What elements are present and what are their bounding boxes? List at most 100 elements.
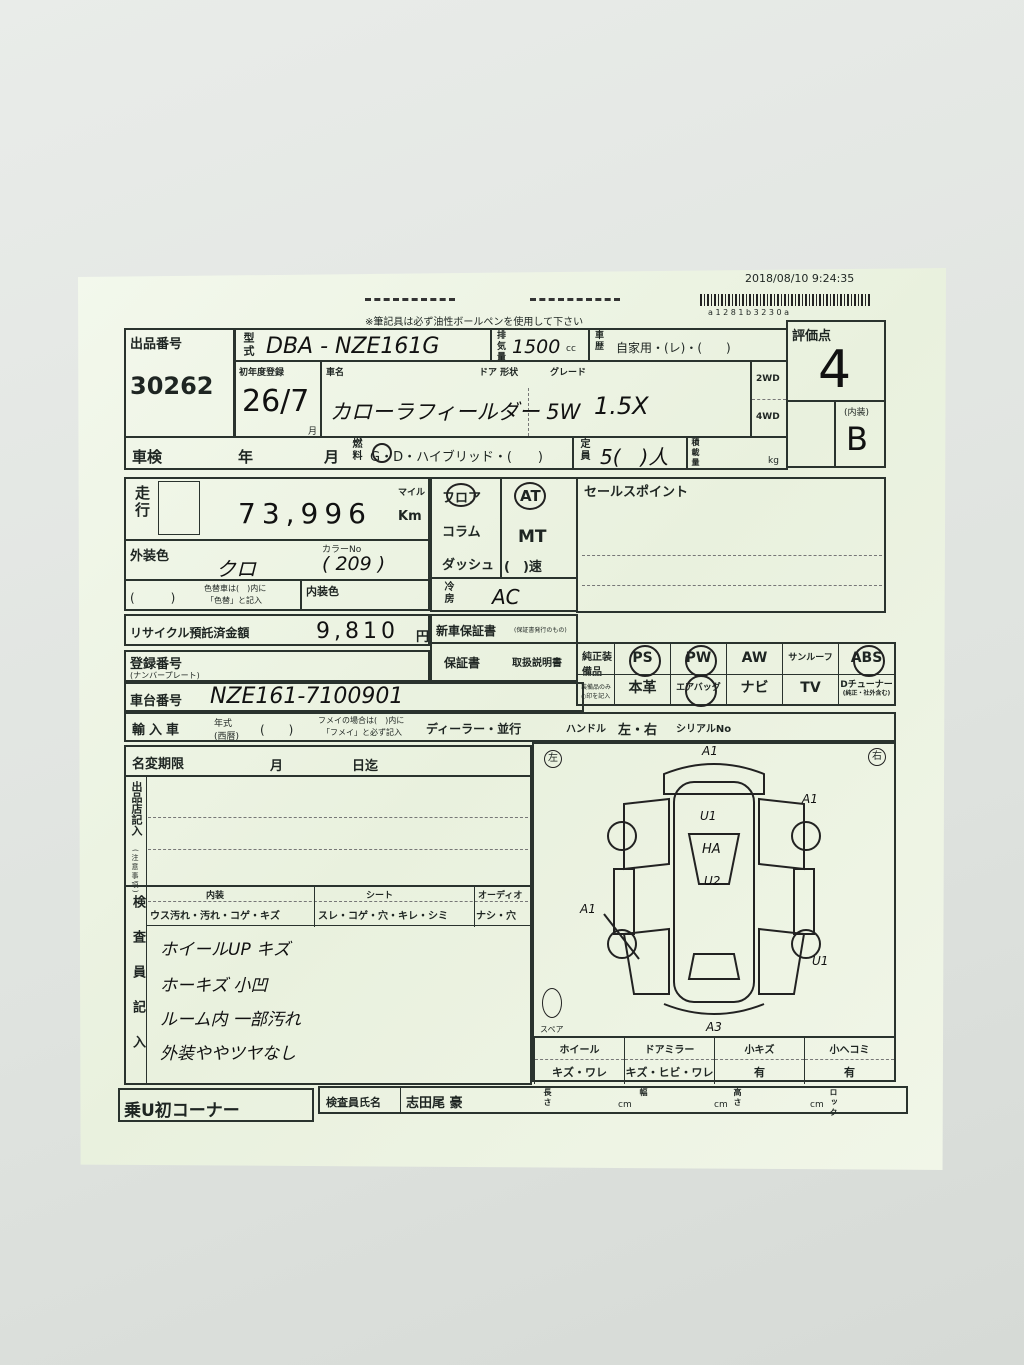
capacity-label: 定員 <box>578 438 589 462</box>
damage-table-header: 小ヘコミ <box>805 1038 894 1060</box>
sales-point-label: セールスポイント <box>584 485 689 500</box>
equipment-item: ナビ <box>726 674 782 704</box>
inspector-name-label: 検査員氏名 <box>326 1096 381 1109</box>
ac-label: 冷房 <box>442 581 453 605</box>
repaint-note-2: 「色替」と記入 <box>206 596 262 605</box>
inspector-note: ホイールUP キズ <box>160 940 291 960</box>
fuel-circle-g <box>372 443 392 463</box>
fuel-label: 燃料 <box>350 438 361 462</box>
pen-note: ※筆記具は必ず油性ボールペンを使用して下さい <box>365 317 584 328</box>
import-dealer: ディーラー・並行 <box>426 722 522 736</box>
name-change-label: 名変期限 <box>132 757 185 772</box>
name-change-box: 名変期限 月 日迄 <box>124 745 532 777</box>
warranty-docs-box: 保証書 取扱説明書 <box>430 642 578 682</box>
interior-color-box: 内装色 <box>300 579 430 611</box>
recycle-label: リサイクル預託済金額 <box>130 626 250 640</box>
first-reg-value: 26/7 <box>242 384 310 419</box>
interior-color-label: 内装色 <box>306 585 339 598</box>
equipment-item: ABS <box>838 644 894 677</box>
drive-2wd: 2WD <box>756 374 780 384</box>
audio-options: ナシ・穴 <box>476 911 516 922</box>
dtuner-sub-label: (純正・社外含む) <box>842 689 891 697</box>
load-unit: kg <box>768 456 779 466</box>
chassis-value: NZE161-7100901 <box>210 684 404 709</box>
recycle-value: 9,810 <box>316 619 399 644</box>
damage-table-value: 有 <box>754 1066 765 1079</box>
damage-table-cell: ドアミラーキズ・ヒビ・ワレ <box>624 1038 714 1084</box>
interior-grade-box: (内装) B <box>786 400 886 468</box>
damage-table-cell: 小ヘコミ有 <box>804 1038 894 1084</box>
handle-value: 左・右 <box>618 723 658 738</box>
shaken-year: 年 <box>238 448 254 466</box>
color-number-value: ( 209 ) <box>322 553 386 575</box>
score-value: 4 <box>818 340 852 400</box>
mileage-box: 走行 73,996 マイル Km <box>124 477 430 541</box>
damage-mark: A1 <box>802 792 818 806</box>
shift-dash: ダッシュ <box>442 558 495 573</box>
equipment-circle <box>628 645 661 677</box>
repaint-paren: ( ) <box>130 591 176 605</box>
score-label: 評価点 <box>792 329 832 344</box>
first-reg-label: 初年度登録 <box>239 368 285 378</box>
right-marker: 右 <box>868 748 886 766</box>
equipment-item: サンルーフ <box>782 644 838 674</box>
equipment-item-label: TV <box>800 680 821 697</box>
equipment-item-label: Dチューナー <box>840 679 893 690</box>
model-label: 型式 <box>242 332 255 358</box>
chassis-label: 車台番号 <box>130 694 183 709</box>
height-unit: cm <box>810 1100 824 1110</box>
lot-label: 出品番号 <box>130 337 183 352</box>
equipment-item: PW <box>670 644 726 677</box>
damage-diagram: 左 右 A1 U1 HA U2 A1 A1 U1 A3 スペア <box>532 742 896 1038</box>
import-label: 輸入車 <box>132 723 184 738</box>
spare-label: スペア <box>540 1025 564 1034</box>
reg-number-label: 登録番号 <box>130 657 183 672</box>
grade-label: グレード <box>550 368 587 378</box>
warranty-label: 新車保証書 <box>436 624 497 638</box>
equipment-item: Dチューナー(純正・社外含む) <box>838 674 894 704</box>
equipment-item: TV <box>782 674 838 704</box>
shaken-month: 月 <box>324 448 340 466</box>
displacement-box: 排気量 1500 cc <box>490 328 590 363</box>
damage-table-value: 有 <box>844 1066 855 1079</box>
import-year-label: 年式(西暦) <box>214 719 240 742</box>
recycle-unit: 円 <box>416 630 430 645</box>
lot-box: 出品番号 30262 <box>124 328 235 438</box>
shift-column: コラム <box>442 525 481 540</box>
repaint-box: ( ) 色替車は( )内に 「色替」と記入 <box>124 579 302 611</box>
damage-table-header: ホイール <box>535 1038 624 1060</box>
barcode <box>700 294 870 306</box>
audio-header: オーディオ <box>478 891 523 901</box>
mileage-value: 73,996 <box>238 497 372 530</box>
door-shape-label: ドア 形状 <box>479 368 519 378</box>
damage-table-cell: ホイールキズ・ワレ <box>534 1038 624 1084</box>
damage-mark: U2 <box>704 874 721 888</box>
warranty-sub: (保証書発行のもの) <box>514 627 567 634</box>
length-label: 長さ <box>543 1088 552 1108</box>
fuel-value: G・D・ハイブリッド・( ) <box>370 450 543 465</box>
corner-box: 乗U初コーナー <box>118 1088 314 1122</box>
manual-label: 取扱説明書 <box>512 658 562 669</box>
damage-table-header: 小キズ <box>715 1038 804 1060</box>
model-value: DBA - NZE161G <box>266 334 440 359</box>
inspection-box: 出品店記入 (注意事項) 検査員記入 内装 シート オーディオ ウス汚れ・汚れ・… <box>124 775 532 1085</box>
sales-point-box: セールスポイント <box>576 477 886 613</box>
import-row: 輸入車 年式(西暦) ( ) フメイの場合は( )内に 「フメイ」と必ず記入 デ… <box>124 712 896 742</box>
height-label: 高さ <box>733 1088 742 1108</box>
equipment-item-label: ナビ <box>740 680 769 697</box>
lock-label: ロック <box>829 1088 838 1118</box>
history-box: 車歴 自家用・(レ)・( ) <box>588 328 788 362</box>
spare-tire-icon <box>542 988 562 1018</box>
serial-label: シリアルNo <box>676 724 732 735</box>
handle-label: ハンドル <box>566 724 606 735</box>
import-note-1: フメイの場合は( )内に <box>318 716 405 725</box>
damage-mark: A3 <box>706 1020 722 1034</box>
inspector-name: 志田尾 豪 <box>406 1096 463 1111</box>
shaken-row: 車検 年 月 燃料 G・D・ハイブリッド・( ) 定員 5( )人 積載量 kg <box>124 436 788 470</box>
inspector-note: ルーム内 一部汚れ <box>160 1010 301 1030</box>
damage-mark: A1 <box>580 902 596 916</box>
first-reg-box: 初年度登録 26/7 月 <box>234 360 322 438</box>
interior-header: 内装 <box>206 891 225 901</box>
inspector-note: ホーキズ 小凹 <box>160 976 268 996</box>
